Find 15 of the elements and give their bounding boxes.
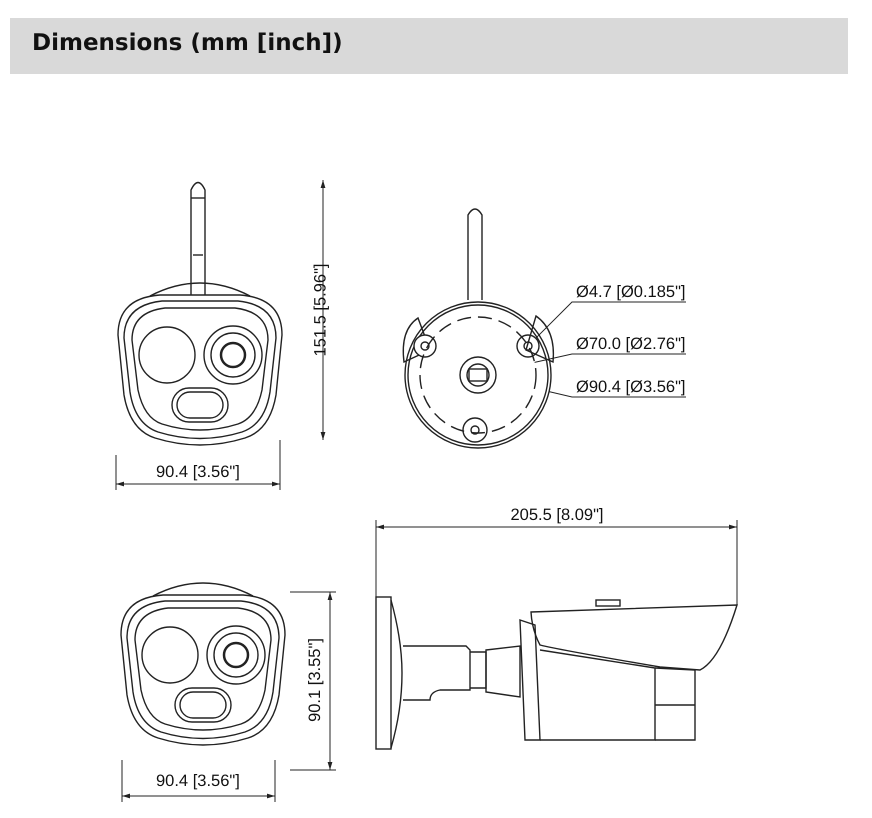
- diameter-label: Ø70.0 [Ø2.76"]: [576, 334, 686, 354]
- dimension-label: 90.4 [3.56"]: [156, 771, 240, 791]
- leader-line: [534, 354, 686, 363]
- page-title: Dimensions (mm [inch]): [32, 30, 343, 56]
- bolt-circle: [419, 316, 537, 434]
- diameter-label: Ø4.7 [Ø0.185"]: [576, 282, 686, 302]
- dimension-label: 205.5 [8.09"]: [510, 505, 604, 525]
- dimension-label: 90.1 [3.55"]: [304, 638, 325, 722]
- leader-line: [535, 302, 686, 339]
- dimension-label: 90.4 [3.56"]: [156, 462, 240, 482]
- dimension-label: 151.5 [5.96"]: [310, 264, 330, 356]
- mounting-hole: [516, 334, 540, 358]
- leader-line: [548, 391, 686, 398]
- base-outline: [404, 301, 552, 449]
- diameter-label: Ø90.4 [Ø3.56"]: [576, 377, 686, 397]
